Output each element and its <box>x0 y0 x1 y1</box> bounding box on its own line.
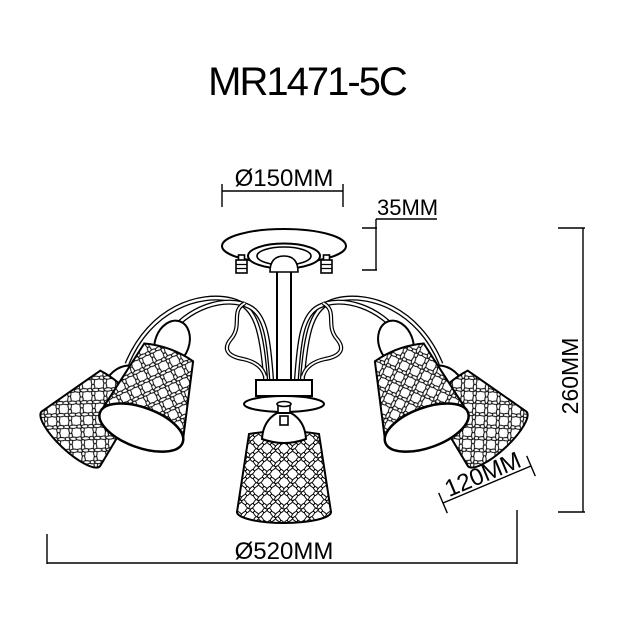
center-stem <box>276 257 292 383</box>
dimension-fixture-diameter: Ø520MM <box>46 510 518 565</box>
hub-block <box>255 379 313 397</box>
canopy-diameter-label: Ø150MM <box>235 165 334 192</box>
hub-knob-cap <box>276 400 292 408</box>
dimension-canopy-diameter: Ø150MM <box>221 165 344 207</box>
fixture-height-label: 260MM <box>557 338 583 415</box>
shade-center <box>235 430 333 524</box>
dimension-fixture-height: 260MM <box>557 227 585 513</box>
shade-opening <box>383 402 470 453</box>
fixture-diameter-extent-line <box>46 510 518 564</box>
canopy-height-extent-line <box>362 218 437 271</box>
ceiling-canopy <box>221 228 347 274</box>
hub-bell-nut <box>279 415 289 426</box>
shade-right-middle <box>373 319 470 453</box>
canopy-height-label: 35MM <box>377 195 438 220</box>
chandelier-figure <box>39 228 529 524</box>
hub-details <box>243 395 325 444</box>
fixture-height-extent-line <box>558 227 585 513</box>
canopy-hub <box>269 255 299 273</box>
canopy-diameter-extent-line <box>221 184 344 207</box>
dimension-canopy-height: 35MM <box>362 195 438 271</box>
shade-opening <box>98 402 185 453</box>
hub-bell <box>260 412 308 444</box>
shade-left-middle <box>98 319 195 453</box>
drawing-title: MR1471-5C <box>208 60 407 104</box>
fixture-diameter-label: Ø520MM <box>235 538 334 565</box>
shade-body <box>235 430 333 524</box>
canopy-screw-left <box>235 254 248 274</box>
shade-width-extent-line <box>438 455 536 514</box>
canopy-screw-right <box>320 254 333 274</box>
